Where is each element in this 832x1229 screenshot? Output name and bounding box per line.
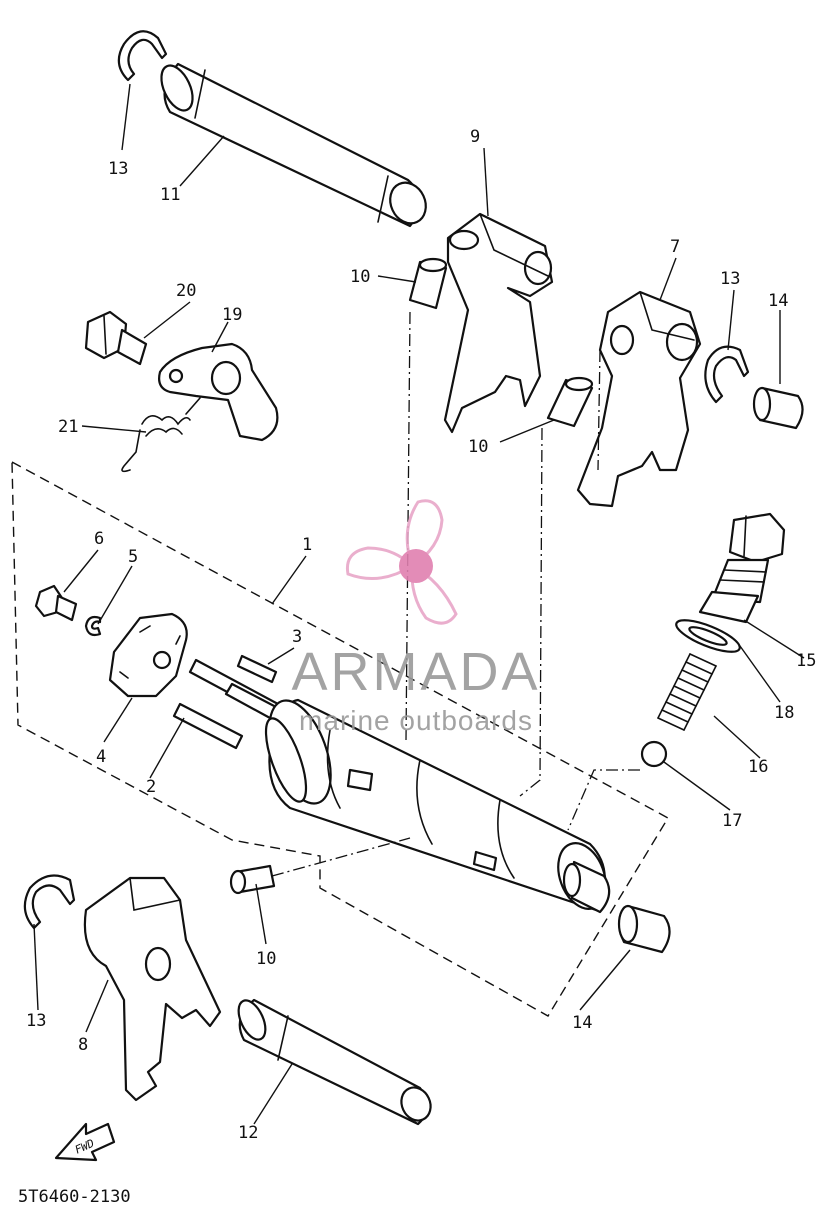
shift-fork-8	[83, 876, 222, 1102]
callout-3: 3	[292, 627, 302, 647]
alignment-line-right	[519, 427, 543, 797]
leader-lines	[33, 83, 805, 1125]
watermark-brand: ARMADA	[291, 642, 540, 702]
cap-14-bottom	[617, 904, 671, 954]
callout-21: 21	[58, 417, 78, 437]
washer-5	[84, 615, 102, 637]
callout-10: 10	[256, 949, 276, 969]
callout-9: 9	[470, 127, 480, 147]
alignment-line-bottom	[271, 837, 411, 877]
circlip-13-right	[704, 345, 750, 404]
callout-labels: 13 11 9 10 10 7 13 14 20 19 21 6 5 1 3 4…	[26, 127, 816, 1143]
callout-4: 4	[96, 747, 106, 767]
callout-10: 10	[468, 437, 488, 457]
callout-1: 1	[302, 535, 312, 555]
stopper-lever-19	[158, 342, 279, 442]
pin-2	[172, 702, 244, 750]
cap-14-top	[752, 386, 804, 430]
callout-11: 11	[160, 185, 180, 205]
segment-plate-4	[108, 612, 188, 698]
fwd-arrow-icon: FWD	[54, 1122, 116, 1162]
spring-21	[121, 397, 201, 473]
callout-18: 18	[774, 703, 794, 723]
bolt-6	[34, 584, 78, 622]
callout-20: 20	[176, 281, 196, 301]
callout-12: 12	[238, 1123, 258, 1143]
pin-3	[188, 654, 280, 720]
dowel-pin-10-mid	[546, 376, 594, 428]
callout-7: 7	[670, 237, 680, 257]
dowel-pin-10-bottom	[229, 864, 276, 895]
callout-13: 13	[26, 1011, 46, 1031]
circlip-13-bottom	[23, 874, 76, 930]
callout-13: 13	[108, 159, 128, 179]
callout-19: 19	[222, 305, 242, 325]
drawing-code: 5T6460-2130	[18, 1187, 131, 1207]
bolt-20	[84, 310, 148, 366]
spring-16	[657, 653, 717, 731]
callout-14: 14	[572, 1013, 592, 1033]
callout-13: 13	[720, 269, 740, 289]
circlip-13-top	[117, 30, 168, 82]
callout-10: 10	[350, 267, 370, 287]
plug-15	[698, 512, 786, 624]
callout-8: 8	[78, 1035, 88, 1055]
guide-bar-12	[237, 998, 432, 1126]
propeller-logo-icon	[345, 499, 458, 625]
shift-fork-7	[576, 290, 702, 508]
callout-2: 2	[146, 777, 156, 797]
callout-16: 16	[748, 757, 768, 777]
callout-15: 15	[796, 651, 816, 671]
shift-drum-1	[264, 698, 611, 914]
watermark-tagline: marine outboards	[299, 705, 533, 736]
ball-17	[640, 740, 668, 768]
callout-5: 5	[128, 547, 138, 567]
alignment-line-ball	[567, 769, 640, 831]
assembly-boundary	[11, 460, 669, 1017]
callout-17: 17	[722, 811, 742, 831]
watermark: ARMADA marine outboards	[291, 499, 540, 736]
dowel-pin-10-top	[408, 257, 448, 310]
guide-bar-11	[160, 62, 427, 228]
callout-14: 14	[768, 291, 788, 311]
callout-6: 6	[94, 529, 104, 549]
washer-18	[675, 619, 741, 653]
alignment-line-right-2	[597, 349, 601, 471]
shift-fork-9	[443, 212, 554, 434]
